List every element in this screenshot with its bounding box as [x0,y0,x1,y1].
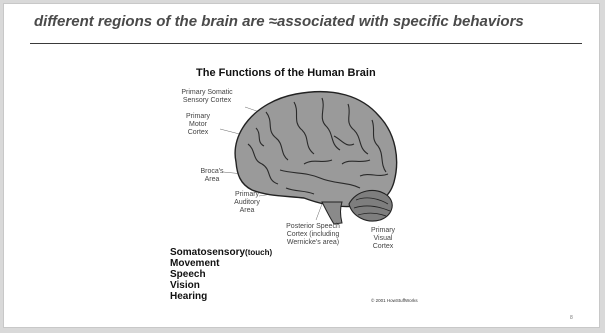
function-list-item: Speech [170,269,272,280]
label-primary-motor-cortex: Primary Motor Cortex [180,113,216,137]
copyright-notice: © 2001 HowStuffWorks [371,298,418,303]
brain-illustration [4,4,601,329]
slide: different regions of the brain are ≈asso… [3,3,600,328]
label-brocas-area: Broca's Area [198,168,226,184]
function-list-item: Hearing [170,291,272,302]
brainstem-shape [322,202,342,224]
label-primary-auditory-area: Primary Auditory Area [232,191,262,215]
cerebrum-shape [235,92,397,207]
function-list: Somatosensory(touch) Movement Speech Vis… [170,247,272,302]
function-list-item: Somatosensory(touch) [170,247,272,258]
label-posterior-speech-cortex: Posterior Speech Cortex (including Werni… [280,223,346,247]
page-number: 8 [570,315,573,321]
leader-line-wernicke [316,204,322,220]
function-list-item: Vision [170,280,272,291]
label-primary-somatic-sensory-cortex: Primary Somatic Sensory Cortex [174,89,240,105]
label-primary-visual-cortex: Primary Visual Cortex [368,227,398,251]
function-list-item: Movement [170,258,272,269]
